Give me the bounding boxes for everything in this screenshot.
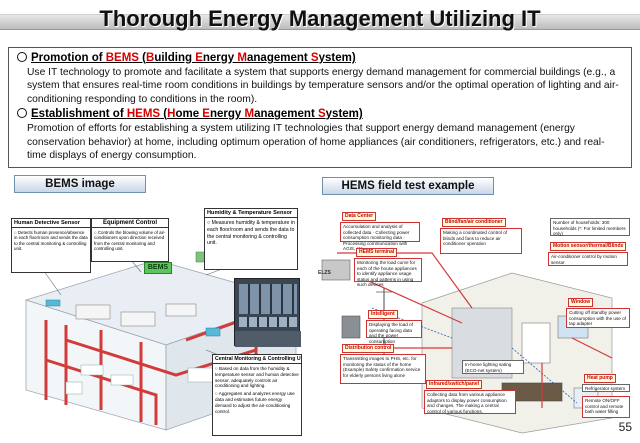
hems-body: Promotion of efforts for establishing a … (27, 123, 605, 162)
lighting-text: In-home lighting sating (ECO-net system) (462, 360, 524, 374)
bems-badge: BEMS (144, 262, 172, 274)
heat-pump-tag: Heat pump (584, 374, 616, 383)
human-sensor-title: Human Detective Sensor (12, 219, 90, 228)
title-bar: Thorough Energy Management Utilizing IT (0, 0, 640, 40)
bems-image-label: BEMS image (14, 175, 146, 193)
description-box: Promotion of BEMS (Building Energy Manag… (8, 47, 632, 168)
equipment-control-title: Equipment Control (92, 219, 168, 228)
bems-body: Use IT technology to promote and facilit… (27, 67, 619, 105)
remote-text: Remote ON/OFF control and remote bath wa… (582, 396, 630, 418)
hems-image-label: HEMS field test example (322, 177, 494, 195)
hems-terminal-text: Monitoring the load curve for each of th… (354, 258, 422, 287)
households-text: Number of households: 300 households (*:… (550, 218, 630, 236)
ir-tap-tag: Infrared/switch/panel (426, 380, 483, 389)
elderly-tag: Distribution control (342, 344, 395, 353)
equipment-control-callout: Equipment Control ○ Controls the blowing… (91, 218, 169, 262)
window-text: Cutting off standby power consumption wi… (566, 308, 630, 328)
equipment-control-text: ○ Controls the blowing volume of air-con… (94, 230, 166, 252)
title-band (0, 14, 640, 30)
ir-tap-text: Collecting data from various appliance a… (424, 390, 516, 414)
central-unit-callout: Central Monitoring & Controlling Unit ○ … (212, 354, 302, 436)
data-center-tag: Data Center (342, 212, 377, 221)
bullet-circle-icon (17, 52, 27, 62)
motion-tag: Motion sensor/thermal/Blinds (550, 242, 627, 251)
central-unit-title: Central Monitoring & Controlling Unit (213, 356, 301, 364)
hems-heading: Establishment of HEMS (Home Energy Manag… (17, 107, 623, 122)
humidity-sensor-callout: Humidity & Temperature Sensor ○ Measures… (204, 208, 298, 270)
el-label: ELZS (318, 270, 331, 276)
intelligent-text: Displaying the load of operating facing … (366, 320, 422, 344)
bems-heading: Promotion of BEMS (Building Energy Manag… (17, 51, 623, 66)
heat-pump-sub: Refrigerator system (582, 384, 630, 392)
bullet-circle-icon (17, 108, 27, 119)
human-sensor-callout: Human Detective Sensor ○ Detects human p… (11, 218, 91, 273)
humidity-sensor-title: Humidity & Temperature Sensor (205, 209, 297, 218)
blind-text: Making a coordinated control of blinds a… (440, 228, 522, 254)
blind-tag: Blind/fan/air conditioner (442, 218, 506, 227)
ac-control-text: Air-conditioner control by motion sensor (548, 252, 628, 266)
slide-title: Thorough Energy Management Utilizing IT (99, 6, 541, 31)
central-unit-text-2: ○ Aggregates and analyzes energy use dat… (215, 391, 295, 414)
human-sensor-text: ○ Detects human presence/absence in each… (14, 230, 88, 252)
hems-figure: Data Center Accumulation and analysis of… (312, 198, 634, 438)
page-number: 55 (618, 420, 632, 434)
data-center-text: Accumulation and analysis of collected d… (340, 222, 420, 251)
humidity-sensor-text: ○ Measures humidity & temperature in eac… (207, 220, 295, 247)
control-room-photo (234, 278, 301, 347)
bems-figure: Human Detective Sensor ○ Detects human p… (6, 200, 306, 438)
central-unit-text-1: ○ Based on data from the humidity & temp… (215, 366, 299, 389)
elderly-text: Transmitting images to PHS, etc. for mon… (340, 354, 426, 384)
window-tag: Window (568, 298, 594, 307)
intelligent-tag: Intelligent (368, 310, 398, 319)
hems-terminal-tag: HEMS terminal (356, 248, 398, 257)
